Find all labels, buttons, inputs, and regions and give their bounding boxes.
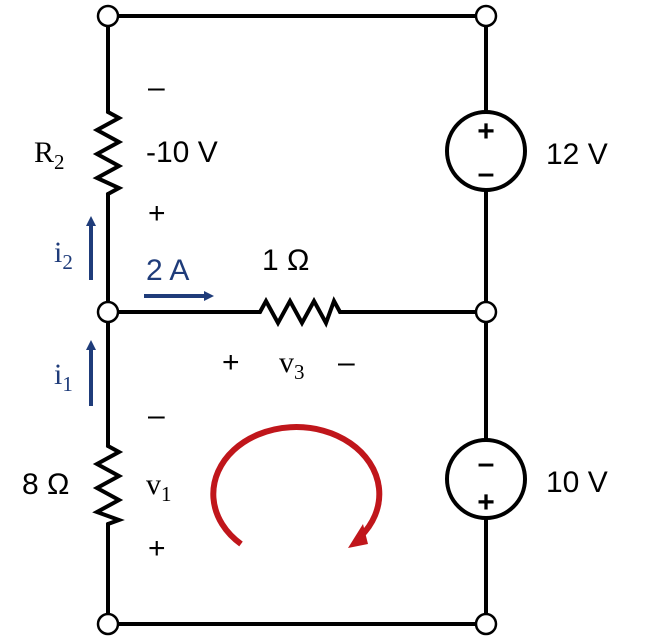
- i2-label: i2: [54, 236, 73, 274]
- node-bottom-left: [96, 612, 120, 636]
- voltage-source-icon: + –: [445, 110, 527, 192]
- current-2a-label: 2 A: [146, 254, 189, 287]
- r2-label: R2: [34, 136, 65, 174]
- node-bottom-right: [474, 612, 498, 636]
- loop-arrow-icon: [210, 424, 383, 548]
- voltage-source-icon: – +: [445, 438, 527, 520]
- source-bottom-plus: +: [477, 486, 495, 519]
- node-top-left: [96, 4, 120, 28]
- i1-label: i1: [54, 358, 73, 396]
- r1-bottom-sign: +: [148, 532, 166, 565]
- source-top-plus: +: [477, 115, 495, 148]
- v1-label: v1: [146, 468, 172, 506]
- source-top-value: 12 V: [546, 138, 608, 171]
- r3-plus: +: [222, 346, 240, 379]
- source-bottom-minus: –: [478, 447, 495, 480]
- resistor-icon: [92, 110, 124, 196]
- r2-bottom-sign: +: [148, 197, 166, 230]
- resistor-icon: [92, 444, 125, 526]
- v3-label: v3: [279, 346, 305, 384]
- nodes: [96, 4, 498, 636]
- source-top-minus: –: [478, 157, 495, 190]
- source-bottom-value: 10 V: [546, 466, 608, 499]
- wires: [106, 14, 488, 626]
- r1-value: 8 Ω: [22, 468, 69, 501]
- r1-top-sign: –: [148, 399, 165, 432]
- r2-top-sign: –: [148, 71, 165, 104]
- r3-value: 1 Ω: [262, 244, 309, 277]
- r2-voltage: -10 V: [146, 136, 218, 169]
- resistor-icon: [258, 296, 342, 328]
- node-top-right: [474, 4, 498, 28]
- node-mid-left: [96, 300, 120, 324]
- r3-minus: –: [338, 346, 355, 379]
- node-mid-right: [474, 300, 498, 324]
